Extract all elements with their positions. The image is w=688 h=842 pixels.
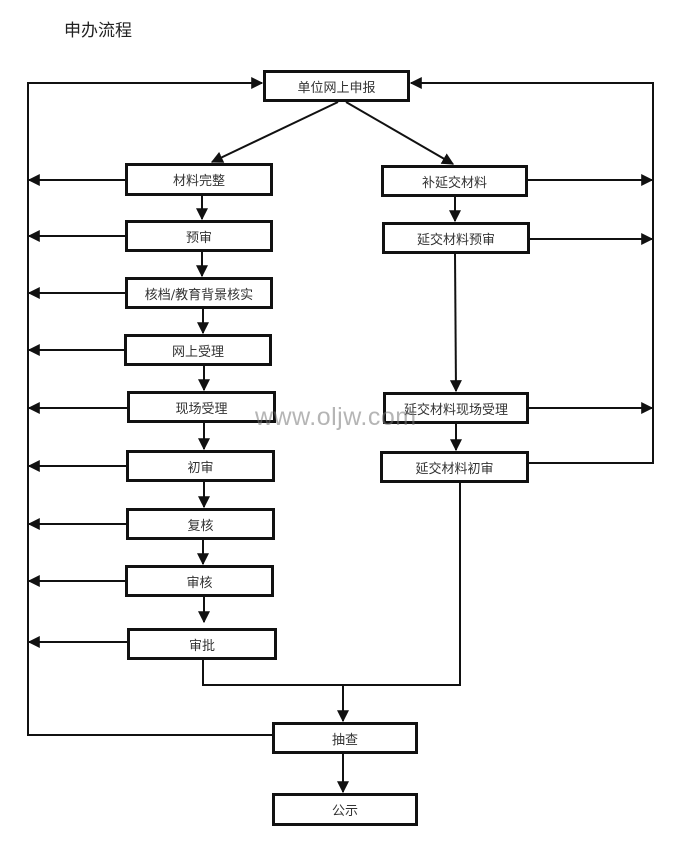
node-late-pre-review: 延交材料预审 <box>382 222 530 254</box>
node-onsite-accept: 现场受理 <box>127 391 276 423</box>
node-start: 单位网上申报 <box>263 70 410 102</box>
connector <box>210 101 339 163</box>
connector <box>449 253 462 393</box>
node-audit: 审核 <box>125 565 274 597</box>
node-late-onsite-accept: 延交材料现场受理 <box>383 392 529 424</box>
node-verify: 核档/教育背景核实 <box>125 277 273 309</box>
connector <box>345 101 455 165</box>
node-complete: 材料完整 <box>125 163 273 196</box>
page-title: 申办流程 <box>64 21 132 41</box>
connector <box>409 77 654 464</box>
node-approve: 审批 <box>127 628 277 660</box>
node-pre-review: 预审 <box>125 220 273 252</box>
watermark: www.oljw.com <box>255 403 417 431</box>
node-late-first-review: 延交材料初审 <box>380 451 529 483</box>
connector <box>202 483 461 686</box>
node-supplement: 补延交材料 <box>381 165 528 197</box>
node-online-accept: 网上受理 <box>124 334 272 366</box>
node-first-review: 初审 <box>126 450 275 482</box>
node-spot-check: 抽查 <box>272 722 418 754</box>
node-publicize: 公示 <box>272 793 418 826</box>
node-recheck: 复核 <box>126 508 275 540</box>
